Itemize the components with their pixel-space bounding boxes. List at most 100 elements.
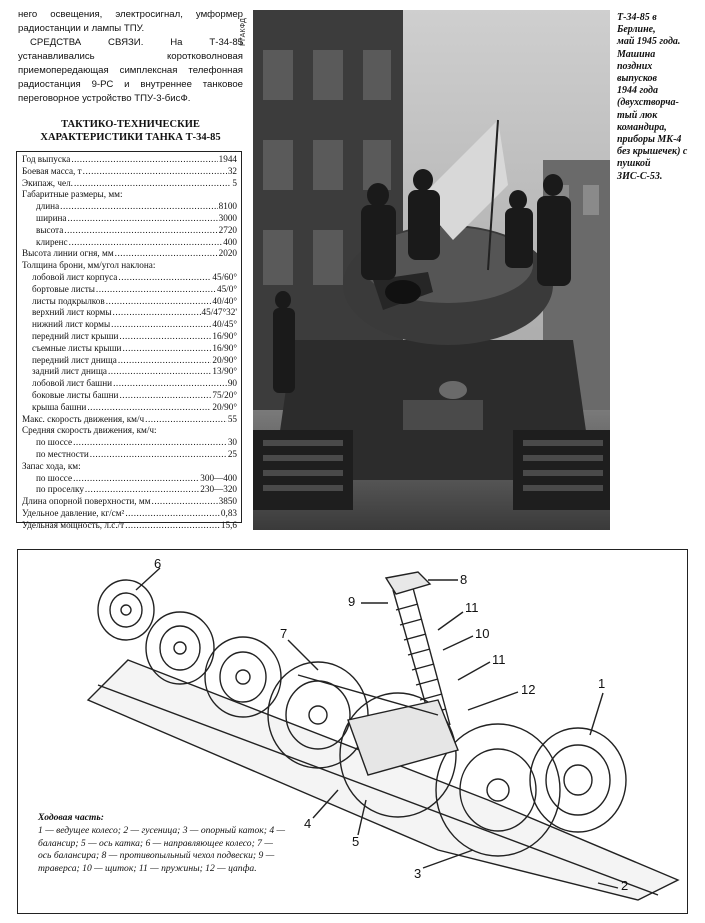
spec-label: длина — [36, 201, 60, 212]
spec-row: боковые листы башни75/20° — [22, 390, 237, 402]
diagram-label-10: 10 — [475, 626, 490, 641]
spec-row: Год выпуска1944 — [22, 154, 237, 166]
spec-label: Экипаж, чел. — [22, 177, 73, 188]
diagram-label-7: 7 — [280, 626, 288, 641]
spec-value: 20/90° — [212, 401, 237, 412]
spec-leader-dots — [152, 496, 218, 508]
spec-leader-dots — [90, 449, 227, 461]
spec-label: боковые листы башни — [32, 389, 119, 400]
spec-value: 0,83 — [220, 507, 237, 518]
spec-leader-dots — [83, 166, 227, 178]
diagram-label-8: 8 — [460, 572, 468, 587]
diagram-label-6: 6 — [154, 556, 162, 571]
spec-row: по проселку 230—320 — [22, 484, 237, 496]
spec-value: 300—400 — [200, 472, 237, 483]
spec-value: 15,6 — [220, 519, 237, 530]
spec-label: задний лист днища — [32, 366, 107, 377]
spec-label: Запас хода, км: — [22, 460, 81, 471]
spec-value: 40/40° — [212, 295, 237, 306]
spec-row: по шоссе30 — [22, 437, 237, 449]
spec-value: 45/47°32' — [201, 307, 237, 318]
spec-row: съемные листы крыши16/90° — [22, 343, 237, 355]
spec-row: длина 8100 — [22, 201, 237, 213]
spec-value: 3000 — [218, 212, 237, 223]
spec-leader-dots — [125, 520, 220, 532]
spec-row: по местности 25 — [22, 449, 237, 461]
diagram-legend: Ходовая часть: 1 — ведущее колесо; 2 — г… — [38, 812, 286, 876]
spec-leader-dots — [60, 201, 217, 213]
spec-value: 3850 — [218, 496, 237, 507]
spec-leader-dots — [73, 437, 227, 449]
spec-label: съемные листы крыши — [32, 342, 122, 353]
spec-label: Толщина брони, мм/угол наклона: — [22, 260, 156, 271]
spec-leader-dots — [111, 319, 211, 331]
spec-leader-dots — [96, 284, 216, 296]
spec-leader-dots — [113, 307, 201, 319]
legend-text: 1 — ведущее колесо; 2 — гусеница; 3 — оп… — [38, 824, 286, 875]
running-gear-diagram: 6 8 9 11 10 7 11 12 1 4 5 3 2 Ходовая ча… — [17, 549, 688, 914]
spec-label: по проселку — [36, 484, 84, 495]
spec-row: Габаритные размеры, мм: — [22, 189, 237, 201]
diagram-label-2: 2 — [621, 878, 629, 893]
spec-leader-dots — [119, 331, 211, 343]
spec-row: Боевая масса, т 32 — [22, 166, 237, 178]
diagram-label-4: 4 — [304, 816, 312, 831]
spec-value: 8100 — [218, 201, 237, 212]
spec-leader-dots — [85, 484, 199, 496]
spec-label: Боевая масса, т — [22, 165, 82, 176]
spec-value: 2020 — [218, 248, 237, 259]
spec-value: 45/60° — [212, 271, 237, 282]
spec-value: 2720 — [218, 224, 237, 235]
spec-value: 230—320 — [200, 484, 237, 495]
spec-value: 400 — [223, 236, 237, 247]
spec-leader-dots — [73, 473, 199, 485]
photo-caption: Т-34-85 в Берлине, май 1945 года. Машина… — [617, 12, 688, 182]
spec-row: верхний лист кормы 45/47°32' — [22, 307, 237, 319]
spec-row: нижний лист кормы40/45° — [22, 319, 237, 331]
spec-row: задний лист днища13/90° — [22, 366, 237, 378]
specs-title-line-1: ТАКТИКО-ТЕХНИЧЕСКИЕ — [61, 119, 200, 130]
diagram-label-12: 12 — [521, 682, 536, 697]
spec-leader-dots — [125, 508, 220, 520]
spec-row: листы подкрылков 40/40° — [22, 296, 237, 308]
spec-label: Удельная мощность, л.с./т — [22, 519, 125, 530]
spec-leader-dots — [106, 296, 212, 308]
intro-paragraph-2: СРЕДСТВА СВЯЗИ. На Т-34-85 устанавливали… — [18, 37, 243, 104]
intro-text: него освещения, электросигнал, умформер … — [18, 8, 243, 106]
spec-label: передний лист крыши — [32, 330, 119, 341]
spec-row: Средняя скорость движения, км/ч: — [22, 425, 237, 437]
spec-value: 25 — [227, 448, 237, 459]
spec-label: по местности — [36, 448, 89, 459]
spec-label: верхний лист кормы — [32, 307, 112, 318]
spec-row: передний лист днища20/90° — [22, 355, 237, 367]
spec-leader-dots — [115, 248, 218, 260]
running-gear-drawing — [86, 567, 680, 901]
spec-label: бортовые листы — [32, 283, 95, 294]
spec-label: листы подкрылков — [32, 295, 105, 306]
diagram-label-1: 1 — [598, 676, 606, 691]
spec-row: ширина3000 — [22, 213, 237, 225]
spec-row: клиренс400 — [22, 237, 237, 249]
spec-value: 55 — [227, 413, 237, 424]
spec-row: высота2720 — [22, 225, 237, 237]
spec-leader-dots — [122, 343, 211, 355]
spec-row: бортовые листы45/0° — [22, 284, 237, 296]
spec-row: лобовой лист корпуса45/60° — [22, 272, 237, 284]
specs-title: ТАКТИКО-ТЕХНИЧЕСКИЕ ХАРАКТЕРИСТИКИ ТАНКА… — [18, 118, 243, 144]
spec-label: лобовой лист башни — [32, 378, 113, 389]
spec-leader-dots — [74, 178, 231, 190]
spec-leader-dots — [119, 390, 211, 402]
spec-row: Высота линии огня, мм2020 — [22, 248, 237, 260]
tank-photo — [253, 10, 610, 530]
spec-value: 32 — [227, 165, 237, 176]
spec-label: Год выпуска — [22, 154, 71, 164]
spec-leader-dots — [64, 225, 217, 237]
spec-label: по шоссе — [36, 437, 73, 448]
diagram-label-11b: 11 — [492, 652, 506, 667]
intro-paragraph-1: него освещения, электросигнал, умформер … — [18, 9, 243, 34]
diagram-label-9: 9 — [348, 594, 356, 609]
spec-label: Длина опорной поверхности, мм — [22, 496, 151, 507]
spec-row: Толщина брони, мм/угол наклона: — [22, 260, 237, 272]
spec-leader-dots — [87, 402, 211, 414]
spec-label: Удельное давление, кг/см² — [22, 507, 125, 518]
